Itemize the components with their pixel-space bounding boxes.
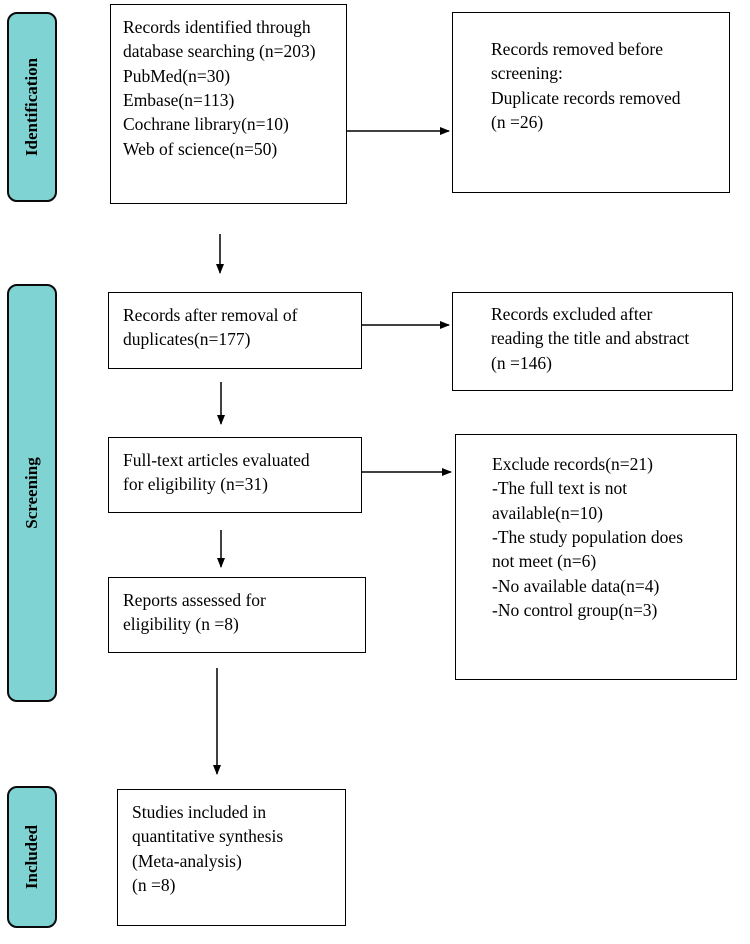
reports-assessed-box: Reports assessed for eligibility (n =8) — [108, 577, 366, 653]
exclude-records-box: Exclude records(n=21) -The full text is … — [455, 434, 737, 680]
box-line: not meet (n=6) — [492, 551, 597, 572]
box-line: Cochrane library(n=10) — [123, 114, 289, 135]
box-line: Records removed before — [491, 39, 664, 59]
box-line: Studies included in — [132, 802, 267, 822]
box-line: -No available data(n=4) — [492, 575, 660, 596]
box-line: reading the title and abstract — [491, 328, 690, 349]
box-line: Records excluded after — [491, 304, 653, 324]
records-excluded-title-abstract-box: Records excluded after reading the title… — [452, 292, 733, 391]
box-line: eligibility (n =8) — [123, 614, 239, 635]
box-line: Embase(n=113) — [123, 89, 235, 110]
box-line: Web of science(n=50) — [123, 138, 278, 159]
box-line: Exclude records(n=21) — [492, 454, 653, 474]
box-line: Full-text articles evaluated — [123, 450, 310, 470]
box-line: -The full text is not — [492, 478, 628, 499]
phase-included: Included — [7, 786, 57, 928]
box-line: Reports assessed for — [123, 590, 266, 610]
studies-included-box: Studies included in quantitative synthes… — [117, 789, 346, 926]
box-line: (n =146) — [491, 352, 552, 373]
box-line: screening: — [491, 63, 563, 84]
box-line: Records identified through — [123, 17, 311, 37]
box-line: quantitative synthesis — [132, 826, 284, 847]
box-line: (Meta-analysis) — [132, 850, 242, 871]
box-line: -No control group(n=3) — [492, 599, 658, 620]
records-after-removal-box: Records after removal of duplicates(n=17… — [108, 292, 362, 369]
box-line: database searching (n=203) — [123, 41, 316, 62]
phase-identification: Identification — [7, 12, 57, 202]
records-removed-before-screening-box: Records removed before screening: Duplic… — [452, 12, 730, 193]
box-line: Duplicate records removed — [491, 87, 681, 108]
box-line: for eligibility (n=31) — [123, 474, 268, 495]
box-line: (n =8) — [132, 874, 176, 895]
records-identified-box: Records identified through database sear… — [110, 4, 347, 204]
box-line: -The study population does — [492, 526, 684, 547]
box-line: available(n=10) — [492, 502, 603, 523]
fulltext-articles-box: Full-text articles evaluated for eligibi… — [108, 437, 362, 513]
box-line: PubMed(n=30) — [123, 65, 231, 86]
box-line: (n =26) — [491, 111, 544, 132]
box-line: duplicates(n=177) — [123, 329, 251, 350]
phase-screening: Screening — [7, 284, 57, 702]
box-line: Records after removal of — [123, 305, 298, 325]
